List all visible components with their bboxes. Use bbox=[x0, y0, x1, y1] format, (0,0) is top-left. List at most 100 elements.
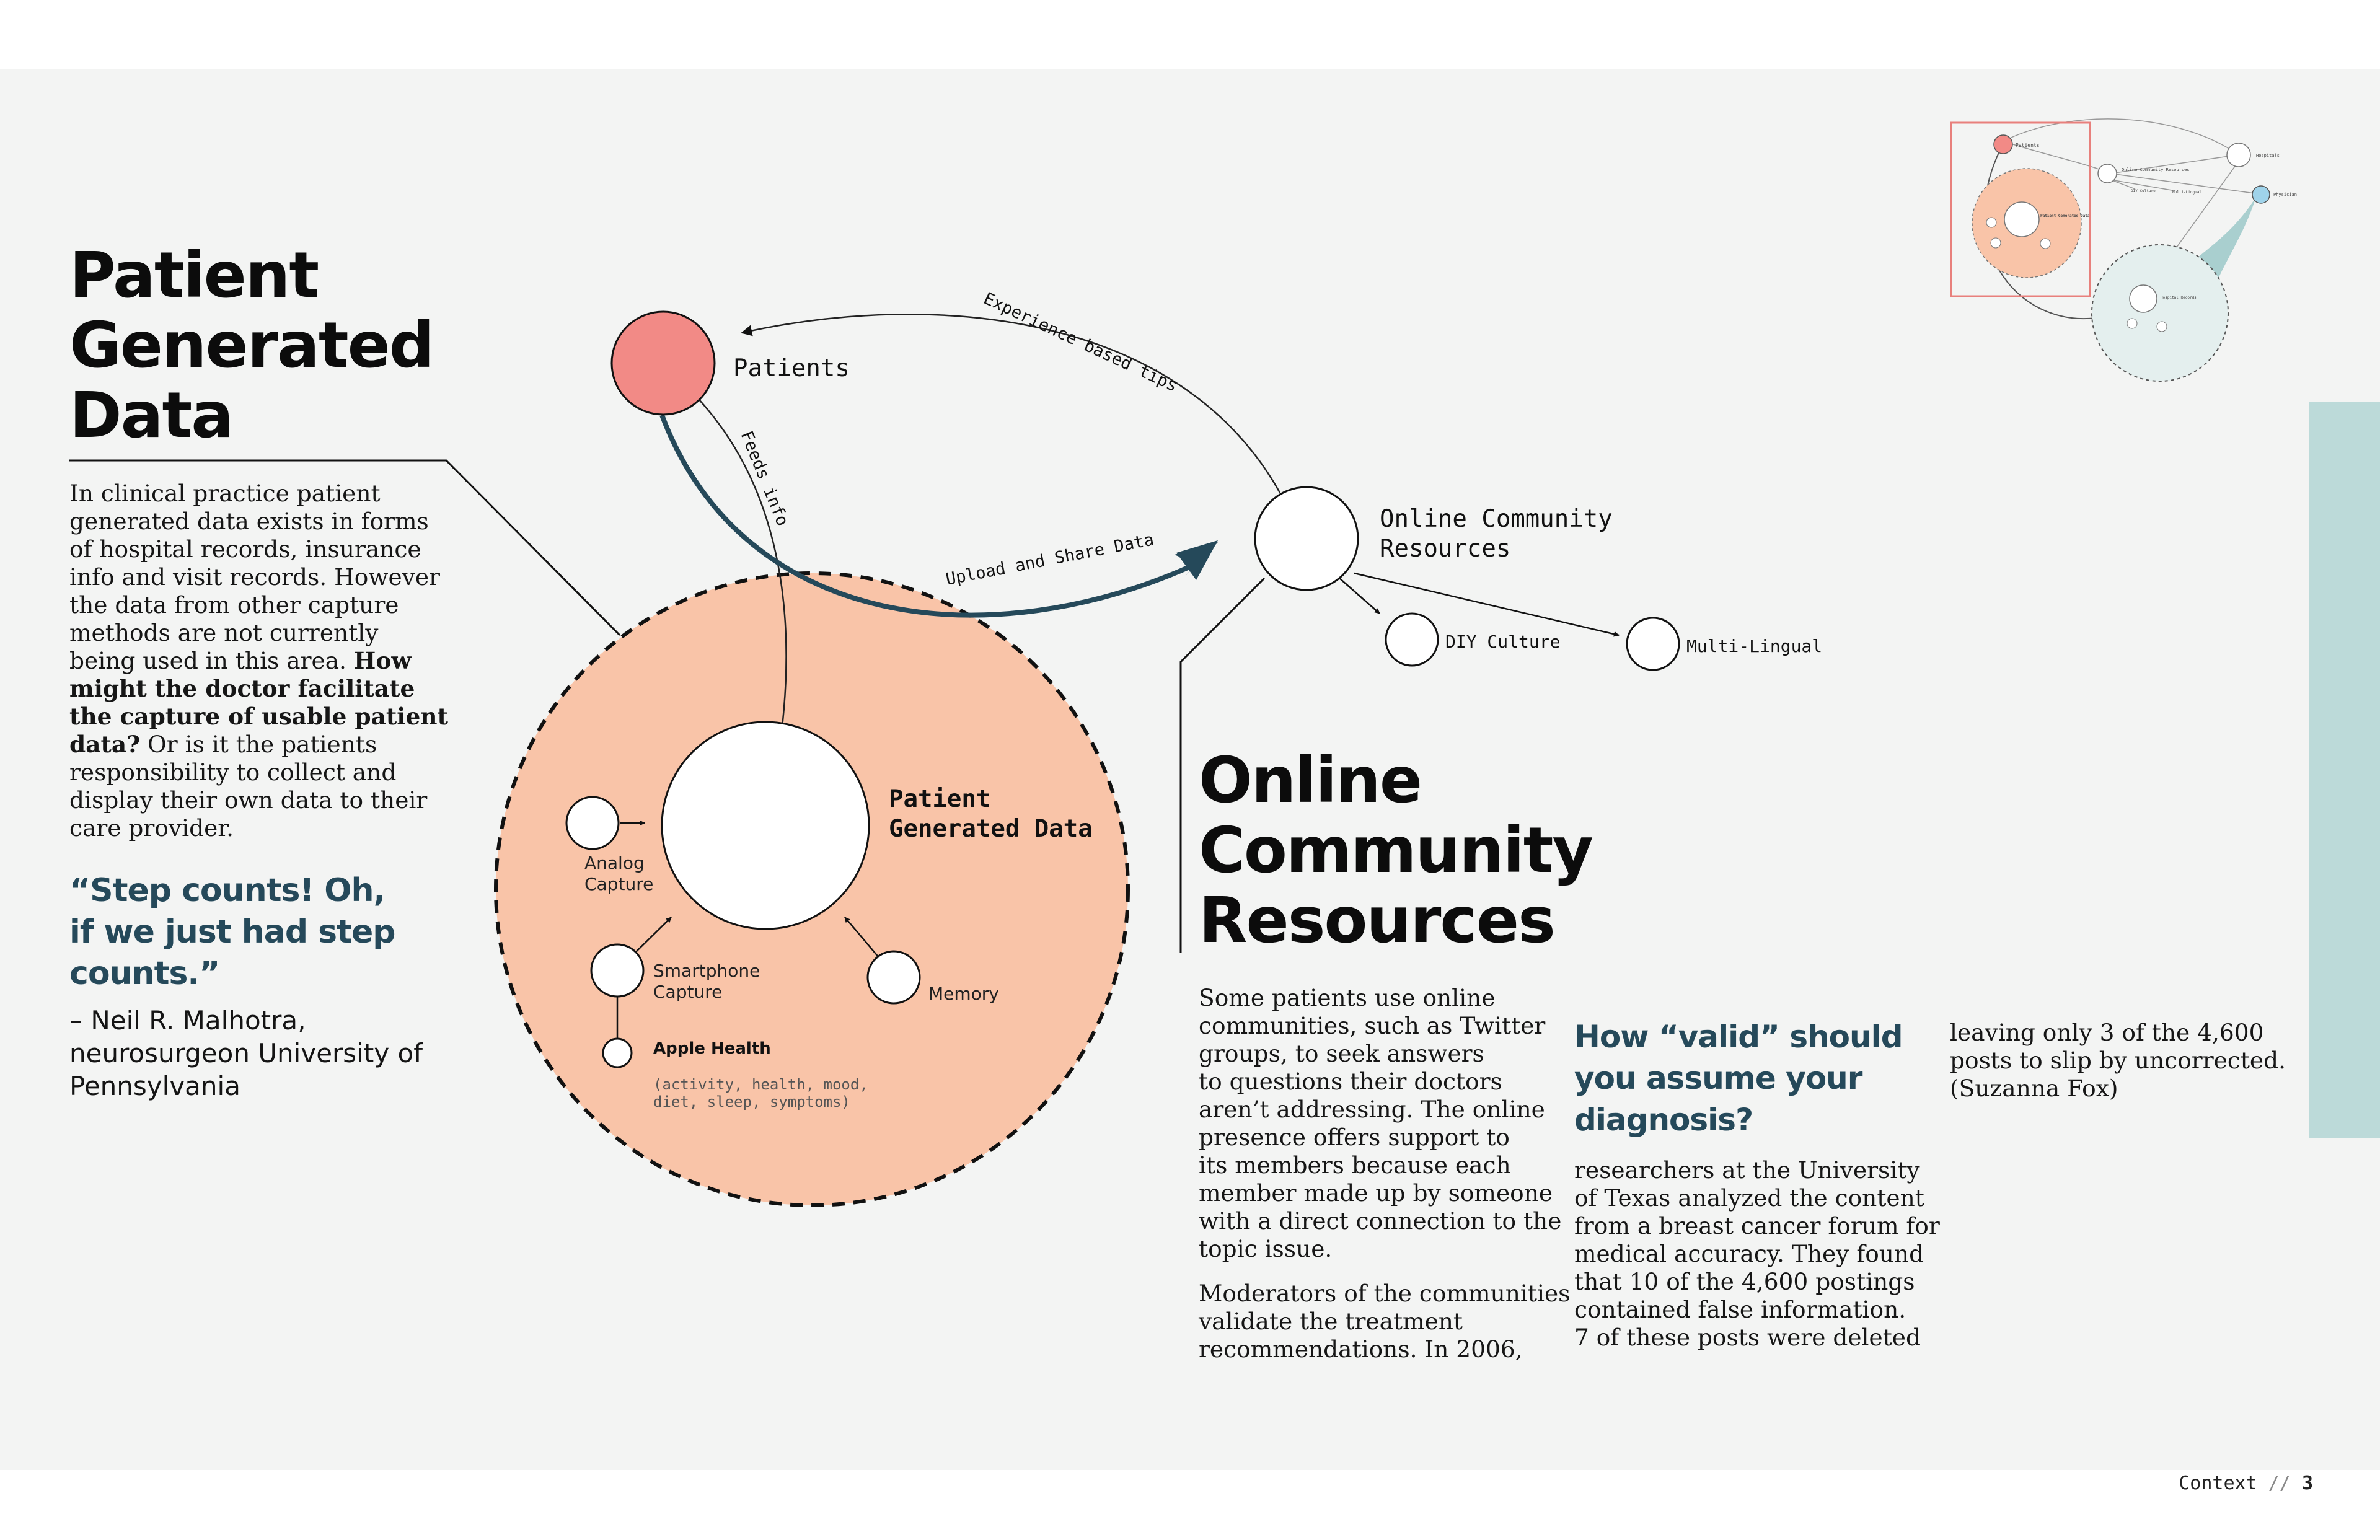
pgd-core-label-line: Generated Data bbox=[889, 815, 1093, 843]
body-line: care provider. bbox=[69, 814, 234, 842]
smartphone-label-line: Capture bbox=[653, 982, 722, 1002]
minimap-arc-mid bbox=[2003, 141, 2108, 173]
minimap-records-sub1 bbox=[2127, 318, 2138, 329]
minimap-pgd-sub3 bbox=[2040, 238, 2051, 249]
body-line: responsibility to collect and bbox=[69, 759, 397, 786]
minimap-label: Hospitals bbox=[2256, 153, 2280, 158]
patients-label: Patients bbox=[733, 354, 850, 382]
body-line: contained false information. bbox=[1574, 1296, 1906, 1323]
body-line: posts to slip by uncorrected. bbox=[1950, 1047, 2286, 1074]
body-line: with a direct connection to the bbox=[1199, 1207, 1562, 1234]
body-line: recommendations. In 2006, bbox=[1199, 1335, 1523, 1363]
apple-health-node[interactable] bbox=[602, 1037, 633, 1068]
minimap-records-node bbox=[2129, 284, 2157, 313]
page-number: 3 bbox=[2301, 1472, 2313, 1494]
content-panel bbox=[0, 69, 2380, 1470]
minimap-physician-node bbox=[2252, 185, 2270, 204]
smartphone-label-line: Smartphone bbox=[653, 961, 760, 981]
upload-share-label: Upload and Share Data bbox=[944, 530, 1155, 589]
body-line: data? Or is it the patients bbox=[69, 731, 448, 759]
smartphone-arrow bbox=[635, 917, 672, 953]
heading-line: you assume your bbox=[1574, 1060, 1862, 1096]
title-line: Data bbox=[69, 379, 234, 452]
body-line: groups, to seek answers bbox=[1199, 1040, 1484, 1067]
smartphone-capture-node[interactable] bbox=[590, 943, 645, 998]
multilingual-label: Multi-Lingual bbox=[1686, 636, 1822, 656]
body-line: aren’t addressing. The online bbox=[1199, 1096, 1545, 1123]
quote-line: counts.” bbox=[69, 955, 220, 992]
attribution-line: neurosurgeon University of bbox=[69, 1038, 423, 1068]
apple-health-detail-line: (activity, health, mood, bbox=[653, 1076, 868, 1093]
body-line: Moderators of the communities bbox=[1199, 1280, 1571, 1307]
minimap-pgd-core bbox=[2004, 201, 2040, 237]
minimap-link-hosp bbox=[2110, 154, 2238, 174]
minimap-records-zone bbox=[2091, 244, 2229, 382]
sidebar-tab-strip[interactable] bbox=[2309, 402, 2380, 1138]
body-line: Some patients use online bbox=[1199, 984, 1496, 1011]
memory-label: Memory bbox=[928, 983, 999, 1004]
pgd-section-title: Patient Generated Data bbox=[69, 240, 434, 452]
body-line: communities, such as Twitter bbox=[1199, 1012, 1546, 1039]
memory-arrow bbox=[844, 917, 879, 958]
body-line: researchers at the University bbox=[1574, 1156, 1920, 1184]
minimap-label: Patients bbox=[2016, 143, 2040, 148]
body-bold-line: the capture of usable patient bbox=[69, 703, 448, 730]
experience-tips-arrow bbox=[741, 313, 1281, 493]
online-community-label-line: Resources bbox=[1380, 535, 1510, 563]
multilingual-node[interactable] bbox=[1626, 617, 1680, 671]
body-line: generated data exists in forms bbox=[69, 508, 429, 535]
footer-section: Context bbox=[2179, 1472, 2257, 1494]
body-line: leaving only 3 of the 4,600 bbox=[1950, 1019, 2264, 1046]
ocr-column-2: researchers at the University of Texas a… bbox=[1574, 1156, 1940, 1352]
upload-share-arrowhead-tip bbox=[1176, 540, 1218, 580]
quote-attribution: – Neil R. Malhotra, neurosurgeon Univers… bbox=[69, 1004, 423, 1102]
minimap-hospitals-node bbox=[2226, 143, 2251, 167]
body-line: from a breast cancer forum for bbox=[1574, 1212, 1940, 1239]
minimap[interactable]: Patients Online Community Resources DIY … bbox=[1950, 118, 2297, 382]
body-line: presence offers support to bbox=[1199, 1124, 1510, 1151]
minimap-viewport-frame[interactable] bbox=[1950, 121, 2091, 297]
body-bold: How bbox=[353, 647, 412, 674]
analog-label-line: Analog bbox=[584, 853, 645, 873]
minimap-ocr-node bbox=[2097, 164, 2117, 183]
pgd-core-label-line: Patient bbox=[889, 785, 990, 813]
analog-capture-node[interactable] bbox=[565, 796, 620, 850]
minimap-pgd-sub2 bbox=[1990, 237, 2001, 249]
minimap-label: Physician bbox=[2273, 192, 2297, 197]
multilingual-arrow bbox=[1354, 572, 1620, 637]
minimap-label: Hospital Records bbox=[2161, 296, 2197, 300]
pgd-body-text: In clinical practice patient generated d… bbox=[69, 480, 448, 842]
ocr-title-connector bbox=[1179, 577, 1266, 953]
apple-health-detail-line: diet, sleep, symptoms) bbox=[653, 1093, 850, 1111]
body-line: of hospital records, insurance bbox=[69, 535, 421, 563]
diy-culture-node[interactable] bbox=[1385, 612, 1439, 667]
pgd-core-node[interactable] bbox=[661, 721, 870, 930]
attribution-line: – Neil R. Malhotra, bbox=[69, 1005, 306, 1036]
quote-line: if we just had step bbox=[69, 913, 395, 951]
title-line: Community bbox=[1199, 814, 1593, 887]
minimap-link-doc bbox=[2110, 173, 2260, 195]
ocr-section-title: Online Community Resources bbox=[1199, 744, 1593, 956]
minimap-label: DIY Culture bbox=[2131, 189, 2156, 193]
title-line: Online bbox=[1199, 744, 1422, 817]
memory-node[interactable] bbox=[866, 950, 921, 1005]
heading-line: diagnosis? bbox=[1574, 1102, 1753, 1138]
page-footer: Context // 3 bbox=[2179, 1472, 2313, 1494]
body-line: display their own data to their bbox=[69, 786, 428, 814]
patients-node[interactable] bbox=[610, 310, 716, 416]
diy-culture-label: DIY Culture bbox=[1445, 631, 1560, 652]
body-line: that 10 of the 4,600 postings bbox=[1574, 1268, 1915, 1295]
attribution-line: Pennsylvania bbox=[69, 1071, 240, 1101]
online-community-node[interactable] bbox=[1254, 486, 1359, 591]
body-line: medical accuracy. They found bbox=[1574, 1240, 1924, 1267]
apple-health-label: Apple Health bbox=[653, 1039, 771, 1058]
diy-arrow bbox=[1338, 577, 1380, 614]
body-line: 7 of these posts were deleted bbox=[1574, 1324, 1921, 1351]
minimap-label: Multi-Lingual bbox=[2172, 190, 2202, 195]
body-line: validate the treatment bbox=[1199, 1308, 1463, 1335]
body-bold: data? bbox=[69, 731, 141, 758]
upload-share-arrow[interactable] bbox=[659, 414, 1197, 618]
analog-label-line: Capture bbox=[584, 874, 653, 894]
minimap-link-ocr-diy bbox=[2110, 179, 2176, 191]
